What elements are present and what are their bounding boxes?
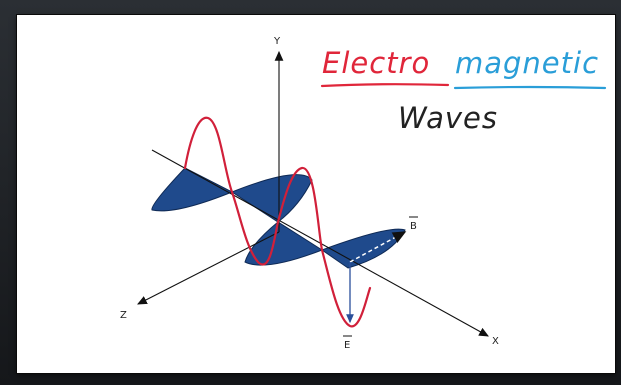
title-part-magnetic: magnetic xyxy=(455,46,599,80)
z-axis xyxy=(137,231,280,305)
underline-electro xyxy=(320,83,450,88)
whiteboard xyxy=(17,15,615,373)
b-lobe-4 xyxy=(320,228,406,269)
b-lobe-3 xyxy=(244,221,324,266)
x-axis-label: X xyxy=(492,336,499,347)
b-lobe-2 xyxy=(230,174,313,223)
b-vector-label: B xyxy=(410,221,417,232)
title-waves: Waves xyxy=(398,101,498,135)
underline-magnetic xyxy=(453,85,607,90)
b-vector-arrow xyxy=(349,231,407,263)
e-vector-label: E xyxy=(344,340,350,351)
title-group: Electro magnetic Waves xyxy=(320,46,607,135)
electric-wave xyxy=(183,116,372,328)
title-part-electro: Electro xyxy=(322,46,430,80)
magnetic-field-lobes xyxy=(151,167,406,269)
b-lobe-1 xyxy=(151,167,234,212)
e-vector: E xyxy=(343,262,354,351)
b-vector: B xyxy=(349,216,418,263)
y-axis-label: Y xyxy=(273,36,281,47)
z-axis-label: Z xyxy=(120,310,127,321)
